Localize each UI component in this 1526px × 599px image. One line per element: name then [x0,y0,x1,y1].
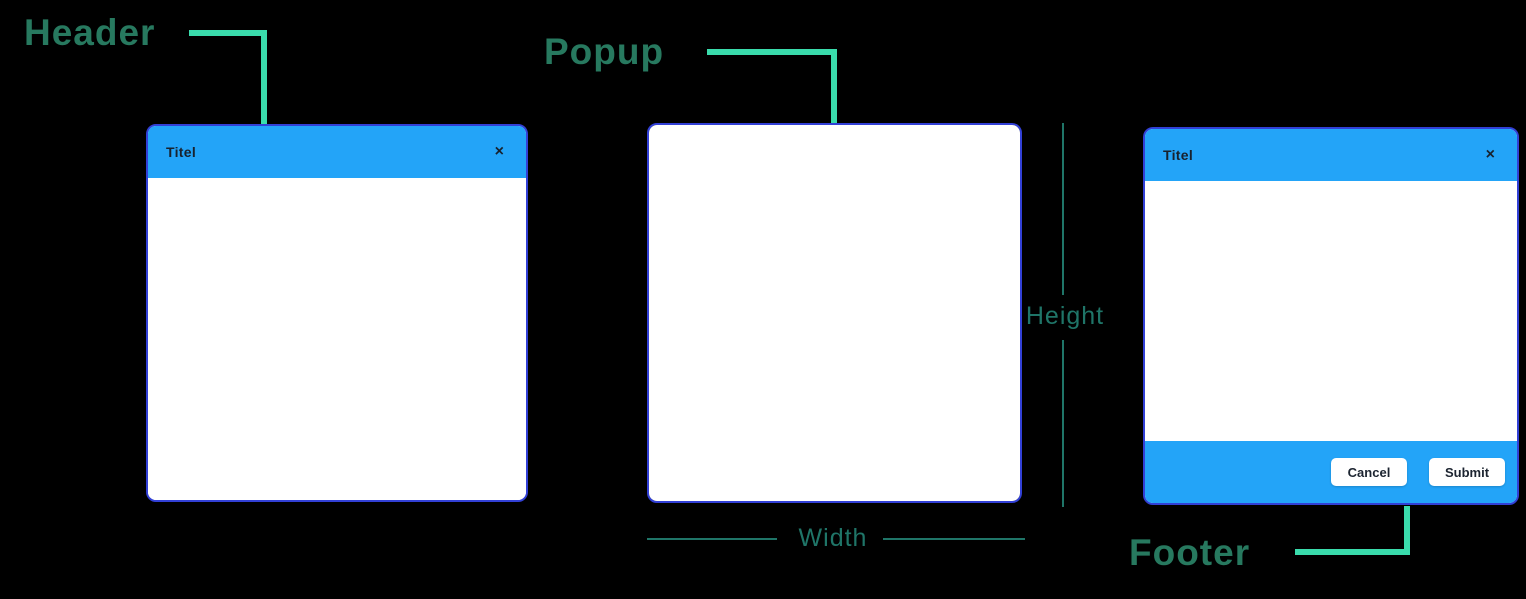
header-annotation-label: Header [24,12,156,53]
header-connector-line-horizontal [189,30,267,36]
footer-connector-line-vertical [1404,506,1410,555]
dialog-title: Titel [1163,147,1194,163]
popup-connector-line-horizontal [707,49,837,55]
cancel-button[interactable]: Cancel [1331,458,1407,486]
dialog-title: Titel [166,144,197,160]
width-dimension-line-right [883,538,1025,540]
dialog-popup-demo [647,123,1022,503]
close-icon[interactable]: × [1485,146,1495,163]
dialog-header-demo: Titel × [146,124,528,502]
popup-annotation-label: Popup [544,31,665,72]
submit-button[interactable]: Submit [1429,458,1505,486]
dialog-titlebar: Titel × [148,126,526,178]
dialog-titlebar: Titel × [1145,129,1517,181]
height-dimension-label: Height [1025,302,1105,330]
dialog-body [649,125,1020,501]
popup-connector-line-vertical [831,49,837,124]
height-dimension-line-bottom [1062,340,1064,507]
width-dimension-line-left [647,538,777,540]
dialog-body [148,178,526,500]
height-dimension-line-top [1062,123,1064,295]
footer-annotation-label: Footer [1129,532,1251,573]
dialog-body [1145,181,1517,441]
dialog-footer: Cancel Submit [1145,441,1517,503]
footer-connector-line-horizontal [1295,549,1410,555]
close-icon[interactable]: × [494,143,504,160]
dialog-footer-demo: Titel × Cancel Submit [1143,127,1519,505]
header-connector-line-vertical [261,30,267,146]
width-dimension-label: Width [798,524,868,552]
